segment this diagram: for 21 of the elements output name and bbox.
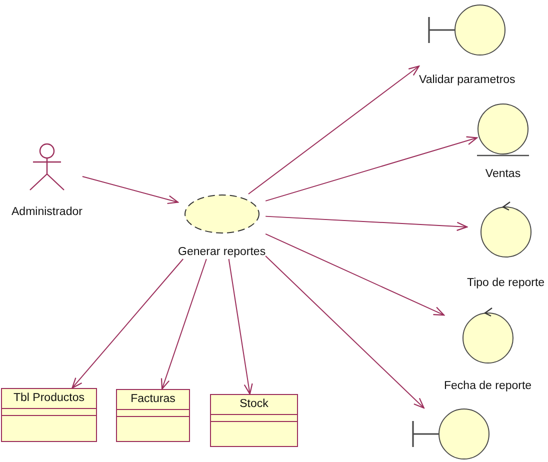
object-label: Tipo de reporte <box>467 276 545 290</box>
class-name: Facturas <box>130 393 176 405</box>
object-label: Ventas <box>485 166 521 180</box>
object-label: Validar parametros <box>419 73 516 87</box>
use-case-label: Generar reportes <box>178 245 266 259</box>
arrow <box>248 66 420 194</box>
arrow <box>228 258 253 395</box>
object-label: Fecha de reporte <box>444 378 532 392</box>
class-name: Tbl Productos <box>14 392 84 404</box>
class-box <box>210 394 298 447</box>
arrow <box>265 233 445 316</box>
arrow <box>160 258 207 390</box>
arrow <box>265 216 468 231</box>
class-name: Stock <box>240 398 268 410</box>
class-box <box>1 388 97 442</box>
arrow <box>72 258 184 389</box>
arrow <box>265 136 478 202</box>
class-box <box>116 389 190 442</box>
arrow <box>82 176 179 204</box>
actor-label: Administrador <box>12 205 82 219</box>
arrow <box>265 256 424 409</box>
